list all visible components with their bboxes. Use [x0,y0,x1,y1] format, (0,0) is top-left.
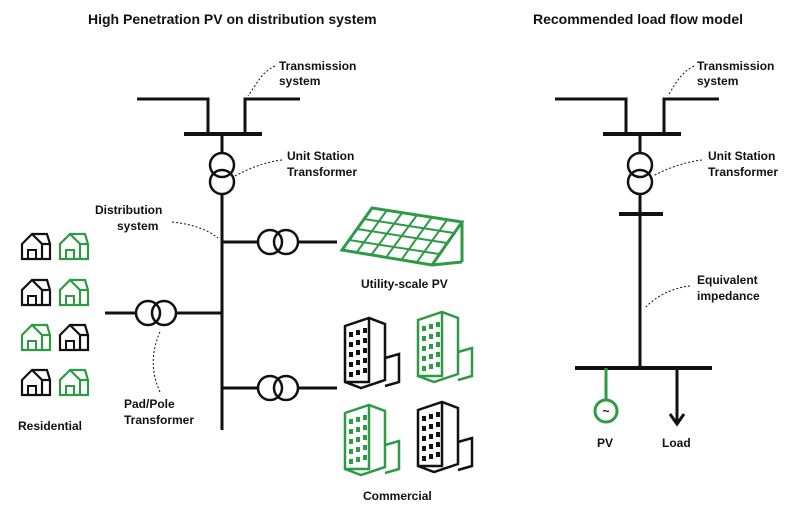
load-arrow-icon [668,413,686,427]
left-transmission-pointer [247,65,276,97]
pv-label: PV [597,436,613,450]
left-unit-station-transformer-icon [208,151,236,196]
left-transmission-line [137,97,300,136]
pad-pole-label: Pad/Pole Transformer [124,397,194,427]
pv-generator-symbol: ~ [602,404,609,418]
distribution-pointer [171,221,219,239]
left-title: High Penetration PV on distribution syst… [88,11,377,27]
commercial-buildings [343,310,474,477]
right-title: Recommended load flow model [533,11,743,27]
right-unit-station-pointer [652,159,703,177]
distribution-label: Distribution system [95,203,166,233]
load-label: Load [662,436,691,450]
equivalent-label: Equivalent impedance [697,273,761,303]
left-unit-station-pointer [234,159,283,177]
left-unit-station-label: Unit Station Transformer [287,149,358,179]
left-transmission-label: Transmission system [279,59,360,88]
equivalent-pointer [644,285,691,309]
right-transmission-label: Transmission system [697,59,778,88]
right-unit-station-transformer-icon [626,151,654,196]
pad-pole-transformer-icon [134,299,178,327]
right-transmission-line [555,97,719,136]
utility-scale-pv-icon [339,206,465,267]
commercial-transformer-icon [256,374,300,402]
residential-houses [20,232,90,397]
pv-branch-transformer-icon [256,228,300,256]
residential-label: Residential [18,419,82,433]
pad-pole-pointer [152,331,161,393]
right-unit-station-label: Unit Station Transformer [708,149,779,179]
utility-pv-label: Utility-scale PV [361,277,448,291]
commercial-label: Commercial [363,489,432,503]
pv-generator-icon [593,398,619,424]
right-transmission-pointer [667,65,695,97]
